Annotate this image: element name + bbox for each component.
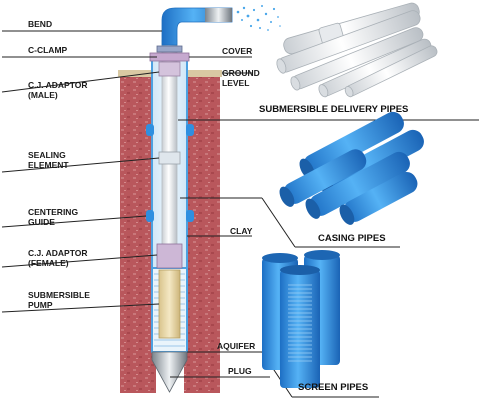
label-centering-guide: CENTERING GUIDE <box>28 207 78 227</box>
label-cover: COVER <box>222 46 252 56</box>
screen-pipes-image <box>262 250 340 388</box>
label-cj-adaptor-male: C.J. ADAPTOR (MALE) <box>28 80 88 100</box>
water-spray <box>236 5 281 31</box>
casing-pipes-image <box>279 111 424 225</box>
label-bend-text: BEND <box>28 19 53 29</box>
label-submersible-pump-line1: SUBMERSIBLE <box>28 290 90 300</box>
label-ground-level-line2: LEVEL <box>222 78 250 88</box>
cj-adaptor-female <box>156 243 183 269</box>
label-sealing-element-line2: ELEMENT <box>28 160 69 170</box>
label-cj-adaptor-female-line2: (FEMALE) <box>28 258 69 268</box>
soil-left <box>120 75 156 393</box>
sealing-element <box>158 151 181 165</box>
bend-outlet <box>205 8 232 22</box>
product-title-screen: SCREEN PIPES <box>298 382 369 393</box>
centering-guide <box>146 124 194 222</box>
label-centering-guide-line1: CENTERING <box>28 207 79 217</box>
label-ground-level-line1: GROUND <box>222 68 260 78</box>
label-cj-adaptor-male-line2: (MALE) <box>28 90 58 100</box>
product-title-delivery: SUBMERSIBLE DELIVERY PIPES <box>259 104 409 115</box>
label-sealing-element: SEALING ELEMENT <box>28 150 69 170</box>
label-cover-text: COVER <box>222 46 253 56</box>
label-aquifer-text: AQUIFER <box>217 341 256 351</box>
c-clamp <box>156 45 183 53</box>
submersible-pump <box>158 269 181 339</box>
product-title-casing: CASING PIPES <box>318 233 386 244</box>
label-clay: CLAY <box>230 226 252 236</box>
plug <box>151 351 188 393</box>
delivery-pipes-image <box>276 2 438 98</box>
label-centering-guide-line2: GUIDE <box>28 217 55 227</box>
label-cj-adaptor-female-line1: C.J. ADAPTOR <box>28 248 88 258</box>
label-submersible-pump-line2: PUMP <box>28 300 53 310</box>
label-cj-adaptor-male-line1: C.J. ADAPTOR <box>28 80 88 90</box>
label-c-clamp: C-CLAMP <box>28 45 67 55</box>
label-cj-adaptor-female: C.J. ADAPTOR (FEMALE) <box>28 248 88 268</box>
cj-adaptor-male <box>158 61 181 77</box>
label-bend: BEND <box>28 19 52 29</box>
label-clay-text: CLAY <box>230 226 253 236</box>
label-c-clamp-text: C-CLAMP <box>28 45 68 55</box>
label-aquifer: AQUIFER <box>217 341 255 351</box>
soil-right <box>184 75 220 393</box>
label-ground-level: GROUND LEVEL <box>222 68 260 88</box>
label-submersible-pump: SUBMERSIBLE PUMP <box>28 290 90 310</box>
label-sealing-element-line1: SEALING <box>28 150 66 160</box>
label-plug-text: PLUG <box>228 366 252 376</box>
label-plug: PLUG <box>228 366 252 376</box>
leader-lines <box>1 30 479 398</box>
